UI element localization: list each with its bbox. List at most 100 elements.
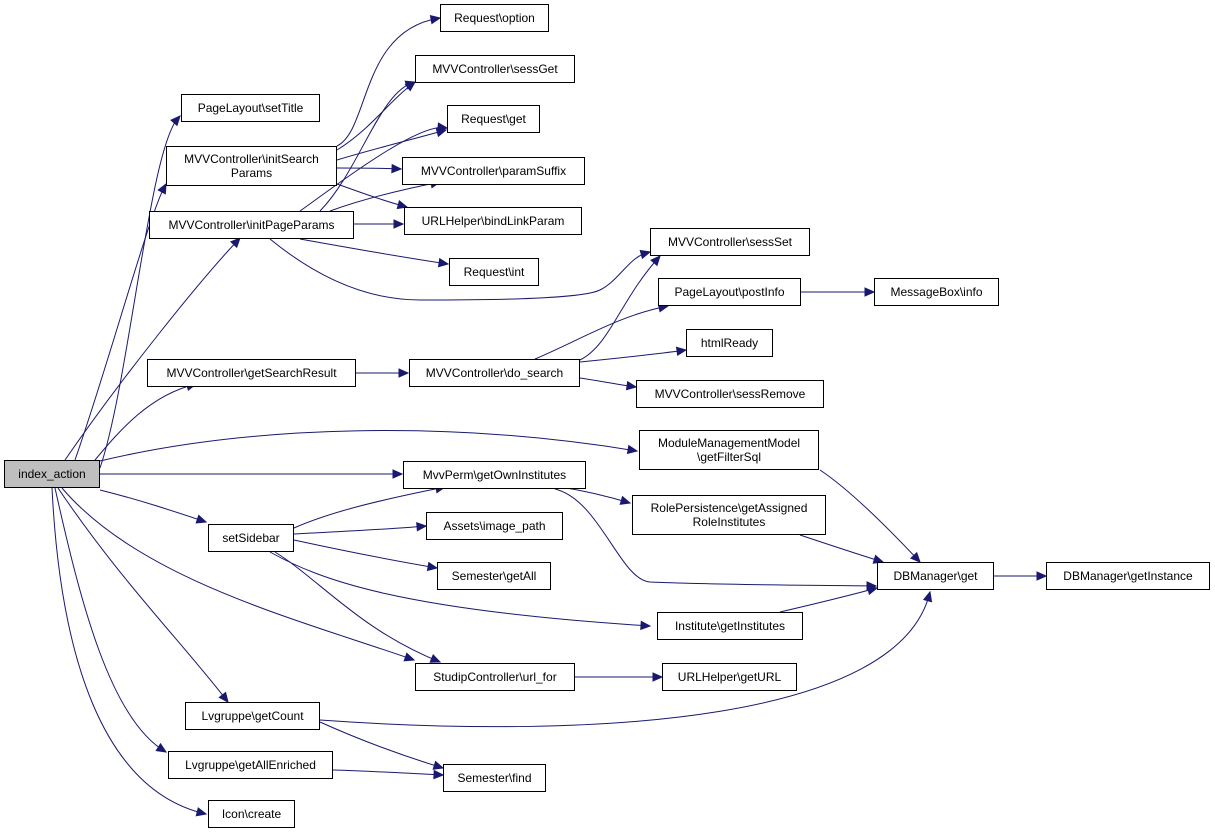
- node-sess-remove[interactable]: MVVController\sessRemove: [636, 380, 824, 408]
- call-edge: [94, 383, 197, 461]
- edge-arrowhead: [391, 163, 403, 174]
- edge-arrowhead: [640, 620, 652, 631]
- edge-arrowhead: [416, 522, 428, 532]
- edge-arrowhead: [218, 691, 229, 703]
- call-edge: [293, 486, 446, 529]
- edge-arrowhead: [1036, 571, 1048, 581]
- edge-arrowhead: [626, 444, 639, 455]
- edge-arrowhead: [230, 237, 241, 249]
- call-edge: [559, 486, 631, 504]
- call-edge: [99, 430, 638, 462]
- call-edge: [579, 349, 687, 363]
- node-db-get[interactable]: DBManager\get: [877, 562, 994, 590]
- node-sess-get[interactable]: MVVController\sessGet: [415, 55, 575, 83]
- node-index-action[interactable]: index_action: [4, 460, 100, 488]
- edge-arrowhead: [433, 769, 445, 780]
- edge-arrowhead: [429, 653, 442, 663]
- edge-arrowhead: [866, 585, 879, 596]
- call-edge: [51, 487, 207, 815]
- edge-arrowhead: [404, 80, 417, 90]
- edge-arrowhead: [437, 122, 449, 132]
- node-set-sidebar[interactable]: setSidebar: [208, 524, 294, 552]
- call-edge: [336, 81, 416, 151]
- node-lvg-count[interactable]: Lvgruppe\getCount: [185, 702, 320, 730]
- call-edge: [319, 721, 444, 769]
- call-edge: [579, 255, 661, 361]
- edge-arrowhead: [639, 249, 652, 260]
- call-edge: [819, 469, 921, 563]
- edge-arrowhead: [625, 380, 638, 391]
- node-url-for[interactable]: StudipController\url_for: [415, 663, 575, 691]
- edge-arrowhead: [437, 257, 450, 268]
- call-edge: [274, 551, 441, 663]
- call-edge: [336, 17, 441, 147]
- call-edge: [64, 237, 241, 461]
- node-db-instance[interactable]: DBManager\getInstance: [1046, 562, 1210, 590]
- node-init-search-params[interactable]: MVVController\initSearch Params: [166, 146, 337, 186]
- call-edge: [336, 167, 402, 170]
- node-sem-get-all[interactable]: Semester\getAll: [437, 562, 551, 590]
- call-edge: [293, 525, 427, 535]
- edge-arrowhead: [650, 255, 661, 267]
- edge-arrowhead: [392, 469, 404, 479]
- node-set-title[interactable]: PageLayout\setTitle: [181, 94, 320, 122]
- edge-arrowhead: [619, 495, 632, 505]
- edge-arrowhead: [652, 672, 664, 682]
- edge-arrowhead: [157, 182, 167, 195]
- call-edge: [554, 488, 877, 587]
- edge-arrowhead: [195, 514, 208, 524]
- edge-arrowhead: [432, 760, 445, 770]
- node-sess-set[interactable]: MVVController\sessSet: [650, 228, 810, 256]
- node-icon-create[interactable]: Icon\create: [208, 800, 295, 828]
- node-lvg-all-enriched[interactable]: Lvgruppe\getAllEnriched: [168, 751, 333, 779]
- call-edge: [332, 769, 444, 776]
- edge-arrowhead: [396, 199, 409, 210]
- node-req-option[interactable]: Request\option: [440, 4, 549, 32]
- node-req-get[interactable]: Request\get: [447, 105, 540, 133]
- call-edge: [299, 126, 448, 212]
- call-edge: [54, 487, 167, 753]
- call-edge: [336, 183, 408, 208]
- edge-arrowhead: [864, 287, 876, 297]
- node-do-search[interactable]: MVVController\do_search: [409, 359, 580, 387]
- edge-arrowhead: [922, 590, 933, 603]
- node-req-int[interactable]: Request\int: [449, 258, 539, 286]
- call-edge: [779, 587, 878, 613]
- node-inst-get[interactable]: Institute\getInstitutes: [657, 612, 803, 640]
- node-html-ready[interactable]: htmlReady: [686, 329, 773, 357]
- node-get-own-inst[interactable]: MvvPerm\getOwnInstitutes: [403, 461, 586, 489]
- call-edge: [269, 238, 651, 301]
- call-edge: [74, 183, 167, 461]
- node-bind-link-param[interactable]: URLHelper\bindLinkParam: [404, 207, 582, 235]
- node-get-u-r-l[interactable]: URLHelper\getURL: [662, 663, 797, 691]
- call-edge: [299, 238, 449, 265]
- call-edge: [534, 305, 669, 360]
- call-edge: [319, 81, 416, 212]
- node-init-page-params[interactable]: MVVController\initPageParams: [149, 211, 354, 239]
- call-edge: [319, 591, 931, 728]
- edge-arrowhead: [429, 15, 442, 25]
- node-post-info[interactable]: PageLayout\postInfo: [658, 278, 801, 306]
- edge-arrowhead: [170, 115, 181, 127]
- edge-arrowhead: [910, 551, 921, 563]
- node-role-inst[interactable]: RolePersistence\getAssigned RoleInstitut…: [632, 495, 826, 535]
- call-edge: [99, 489, 207, 523]
- edge-arrowhead: [393, 219, 405, 229]
- call-edge: [799, 534, 884, 563]
- call-edge: [336, 129, 447, 161]
- node-sem-find[interactable]: Semester\find: [443, 764, 546, 792]
- edge-arrowhead: [398, 368, 410, 378]
- node-filter-sql[interactable]: ModuleManagementModel \getFilterSql: [639, 430, 819, 470]
- node-get-search-result[interactable]: MVVController\getSearchResult: [147, 359, 356, 387]
- edge-arrowhead: [155, 742, 168, 753]
- node-param-suffix[interactable]: MVVController\paramSuffix: [402, 157, 585, 185]
- node-image-path[interactable]: Assets\image_path: [426, 512, 563, 540]
- call-edge: [99, 115, 181, 469]
- call-edge: [293, 539, 438, 569]
- node-msg-info[interactable]: MessageBox\info: [874, 278, 999, 306]
- edge-arrowhead: [675, 346, 688, 357]
- edge-arrowhead: [195, 807, 208, 817]
- call-edge: [61, 487, 415, 661]
